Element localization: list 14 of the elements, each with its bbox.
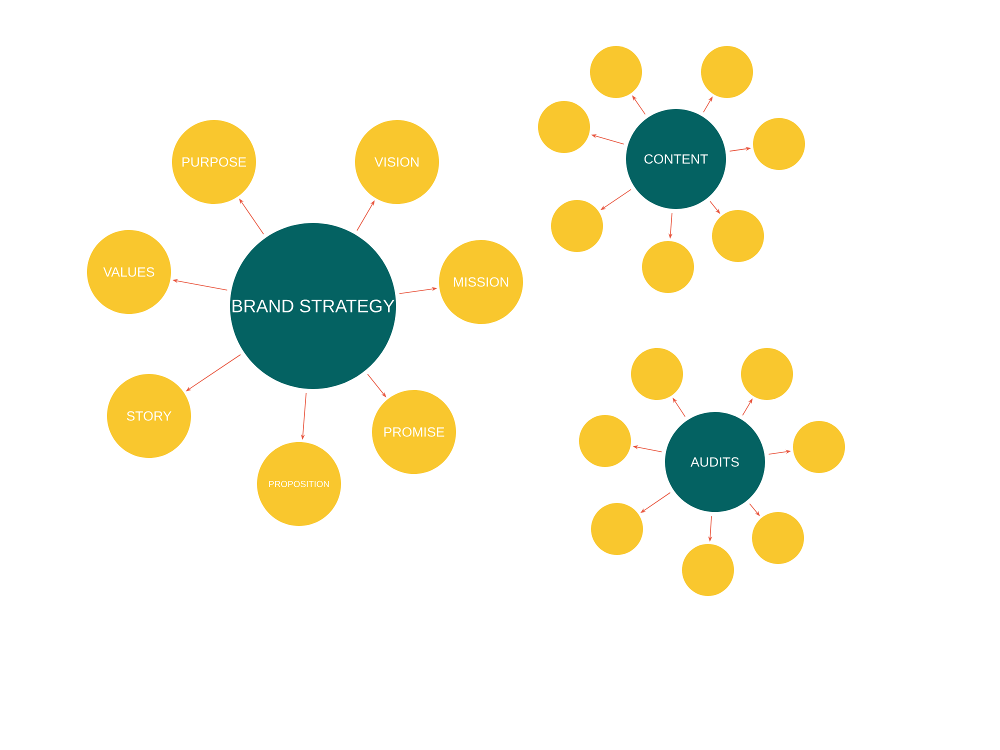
empty-circle (579, 415, 631, 467)
empty-circle (538, 101, 590, 153)
empty-circle (793, 421, 845, 473)
empty-circle (682, 544, 734, 596)
empty-circle (753, 118, 805, 170)
empty-circle (752, 512, 804, 564)
empty-circle (741, 348, 793, 400)
empty-circle (551, 200, 603, 252)
empty-circle (590, 46, 642, 98)
empty-circle (642, 241, 694, 293)
empty-circle (712, 210, 764, 262)
empty-circle (701, 46, 753, 98)
empty-circle (591, 503, 643, 555)
empty-circle (631, 348, 683, 400)
